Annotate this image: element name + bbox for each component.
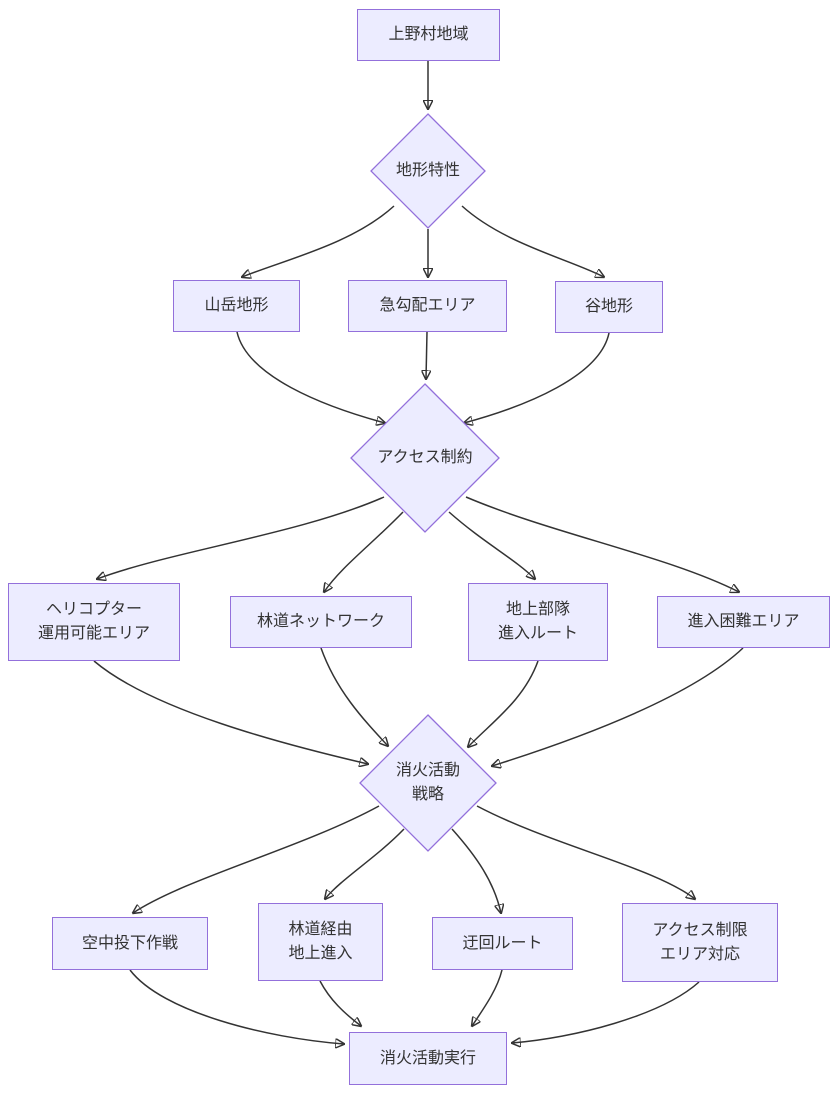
edge-steep-access — [426, 331, 427, 379]
node-helicopter-area-line2: 運用可能エリア — [37, 625, 150, 642]
edge-valley-access — [464, 332, 610, 423]
edge-restricted-execute — [512, 981, 700, 1043]
node-ground-troops-route-line1: 地上部隊 — [505, 601, 570, 618]
node-detour-route: 迂回ルート — [432, 917, 573, 970]
node-terrain-decision-label: 地形特性 — [395, 162, 460, 179]
node-hard-access-area-label: 進入困難エリア — [687, 613, 800, 630]
node-region-label: 上野村地域 — [388, 26, 469, 43]
node-strategy-decision-line1: 消火活動 — [395, 762, 460, 779]
edge-hardaccess-strategy — [492, 647, 744, 766]
node-strategy-decision-line2: 戦略 — [411, 786, 444, 803]
edge-strategy-viaforestroad — [325, 828, 405, 899]
node-valley: 谷地形 — [555, 281, 663, 333]
edge-viaforestroad-execute — [319, 980, 361, 1026]
node-access-decision-label: アクセス制約 — [377, 449, 473, 466]
node-ground-troops-route-line2: 進入ルート — [497, 625, 578, 642]
node-access-decision: アクセス制約 — [350, 383, 500, 533]
node-air-drop-label: 空中投下作戦 — [81, 934, 178, 952]
edge-forestroad-strategy — [320, 647, 388, 746]
node-steep-slope: 急勾配エリア — [348, 280, 507, 332]
node-forest-road-network-label: 林道ネットワーク — [256, 613, 385, 630]
edge-groundtroops-strategy — [468, 660, 539, 747]
node-strategy-decision: 消火活動 戦略 — [359, 714, 497, 852]
node-restricted-area-response-line1: アクセス制限 — [652, 921, 748, 939]
node-hard-access-area: 進入困難エリア — [657, 596, 830, 648]
node-helicopter-area-line1: ヘリコプター — [45, 601, 142, 618]
edge-strategy-detour — [451, 828, 501, 913]
edge-mountain-access — [236, 331, 385, 423]
diamond-shape — [359, 714, 497, 852]
diamond-shape — [350, 383, 500, 533]
node-mountain-label: 山岳地形 — [204, 297, 269, 314]
node-detour-route-label: 迂回ルート — [462, 934, 543, 952]
node-valley-label: 谷地形 — [584, 298, 633, 315]
edge-access-hardaccess — [465, 496, 739, 592]
node-terrain-decision: 地形特性 — [370, 113, 486, 229]
node-via-forest-road-line1: 林道経由 — [288, 921, 353, 938]
node-execute-label: 消火活動実行 — [379, 1049, 476, 1067]
edge-detour-execute — [472, 969, 503, 1026]
node-restricted-area-response-line2: エリア対応 — [659, 945, 740, 963]
node-restricted-area-response: アクセス制限 エリア対応 — [622, 903, 778, 982]
node-via-forest-road: 林道経由 地上進入 — [258, 903, 383, 981]
node-air-drop: 空中投下作戦 — [52, 917, 208, 970]
node-forest-road-network: 林道ネットワーク — [230, 596, 412, 648]
edge-access-forestroad — [324, 511, 404, 592]
edge-terrain-valley — [461, 205, 604, 277]
node-helicopter-area: ヘリコプター 運用可能エリア — [8, 583, 180, 661]
node-mountain: 山岳地形 — [173, 280, 300, 332]
node-steep-slope-label: 急勾配エリア — [379, 297, 476, 314]
edge-strategy-airdrop — [133, 805, 380, 913]
edge-access-groundtroops — [448, 511, 535, 579]
edge-access-helicopter — [97, 496, 385, 579]
edge-strategy-restricted — [476, 805, 695, 899]
node-ground-troops-route: 地上部隊 進入ルート — [468, 583, 608, 661]
edge-airdrop-execute — [129, 969, 344, 1044]
edge-terrain-mountain — [242, 205, 395, 277]
node-region: 上野村地域 — [357, 9, 500, 61]
edge-helicopter-strategy — [93, 660, 368, 764]
diamond-shape — [370, 113, 486, 229]
node-via-forest-road-line2: 地上進入 — [288, 945, 353, 962]
node-execute: 消火活動実行 — [349, 1032, 507, 1085]
